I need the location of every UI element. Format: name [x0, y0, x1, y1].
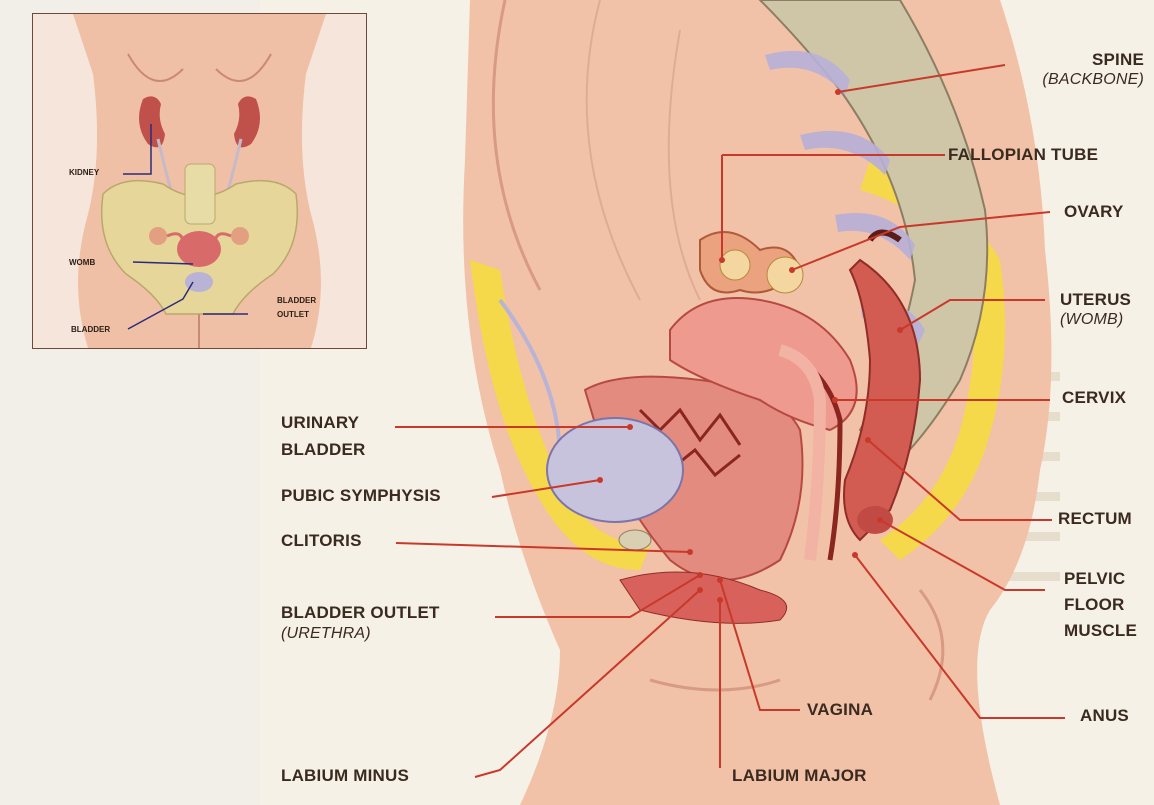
- label-anus: ANUS: [1080, 706, 1129, 726]
- label-uterus: UTERUS: [1060, 290, 1131, 310]
- label-spine-sub: (BACKBONE): [1042, 70, 1144, 90]
- label-pelvic-floor-line2: FLOOR: [1064, 595, 1125, 615]
- label-pelvic-floor-line1: PELVIC: [1064, 569, 1125, 589]
- label-vagina: VAGINA: [807, 700, 873, 720]
- label-clitoris: CLITORIS: [281, 531, 362, 551]
- label-bladder-outlet: BLADDER OUTLET: [281, 603, 440, 623]
- label-uterus-sub: (WOMB): [1060, 310, 1123, 330]
- label-rectum: RECTUM: [1058, 509, 1132, 529]
- label-cervix: CERVIX: [1062, 388, 1126, 408]
- label-labium-major: LABIUM MAJOR: [732, 766, 867, 786]
- label-pelvic-floor-line3: MUSCLE: [1064, 621, 1137, 641]
- label-labium-minus: LABIUM MINUS: [281, 766, 409, 786]
- label-urinary-bladder-line2: BLADDER: [281, 440, 366, 460]
- label-bladder-outlet-sub: (URETHRA): [281, 624, 371, 644]
- label-ovary: OVARY: [1064, 202, 1124, 222]
- label-fallopian-tube: FALLOPIAN TUBE: [948, 145, 1098, 165]
- bladder-shape: [547, 418, 683, 522]
- label-spine: SPINE: [1092, 50, 1144, 70]
- label-urinary-bladder-line1: URINARY: [281, 413, 359, 433]
- label-pubic-symphysis: PUBIC SYMPHYSIS: [281, 486, 441, 506]
